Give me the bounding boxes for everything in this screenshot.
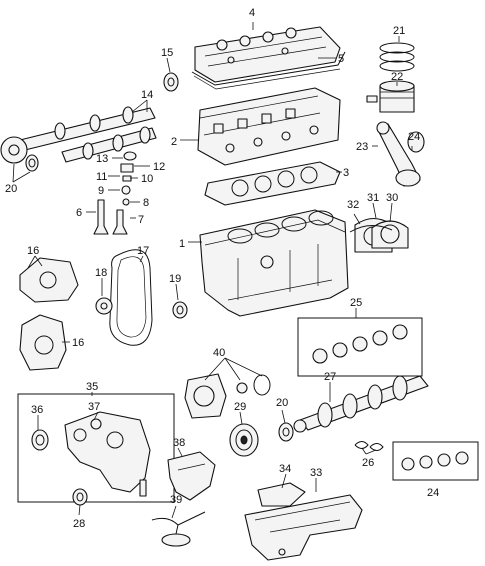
- callout-2: 2: [171, 136, 177, 148]
- callout-32: 32: [347, 199, 359, 211]
- callout-16-upper: 16: [27, 245, 39, 257]
- oil-pan: [244, 494, 363, 561]
- cam-cap: [163, 72, 179, 92]
- belt-tensioner: [95, 297, 113, 315]
- callouts: 1 2 3 4 5 6 7 8 9 10 11 12 13 14 15 16 1…: [5, 7, 439, 530]
- callout-17: 17: [137, 245, 149, 257]
- callout-7: 7: [138, 214, 144, 226]
- crankshaft: [293, 375, 429, 433]
- callout-35: 35: [86, 381, 98, 393]
- callout-37: 37: [88, 401, 100, 413]
- main-bearings: [297, 317, 423, 377]
- callout-20-upper: 20: [5, 183, 17, 195]
- oil-pump-assembly: [17, 393, 175, 503]
- callout-3: 3: [343, 167, 349, 179]
- callout-11: 11: [96, 171, 107, 183]
- callout-6: 6: [76, 207, 82, 219]
- leader-lines: [12, 22, 413, 519]
- oil-pump-seal: [72, 488, 88, 506]
- camshafts: [19, 106, 157, 163]
- callout-25: 25: [350, 297, 362, 309]
- front-seal: [172, 301, 188, 319]
- callout-15: 15: [161, 47, 173, 59]
- callout-20-lower: 20: [276, 397, 288, 409]
- callout-27: 27: [324, 371, 336, 383]
- callout-8: 8: [143, 197, 149, 209]
- thrust-washers: [354, 441, 384, 451]
- callout-39: 39: [170, 494, 182, 506]
- callout-9: 9: [98, 185, 104, 197]
- callout-5: 5: [338, 53, 344, 65]
- callout-40: 40: [213, 347, 225, 359]
- callout-33: 33: [310, 467, 322, 479]
- cam-sprocket: [0, 136, 39, 172]
- callout-1: 1: [179, 238, 185, 250]
- callout-22: 22: [391, 71, 403, 83]
- cylinder-head: [197, 87, 341, 166]
- callout-13: 13: [96, 153, 108, 165]
- timing-cover-lower: [19, 314, 67, 371]
- piston-rings: [379, 42, 415, 72]
- timing-belt: [109, 249, 153, 346]
- callout-36: 36: [31, 404, 43, 416]
- callout-12: 12: [153, 161, 165, 173]
- callout-31: 31: [367, 192, 379, 204]
- rod-bearings: [392, 441, 479, 481]
- oil-pan-gasket: [257, 482, 306, 507]
- callout-16-lower: 16: [72, 337, 84, 349]
- oil-pickup: [151, 511, 206, 547]
- callout-38: 38: [173, 437, 185, 449]
- head-gasket: [204, 161, 341, 206]
- callout-24-upper: 24: [408, 131, 420, 143]
- oil-baffle: [167, 451, 216, 501]
- callout-30: 30: [386, 192, 398, 204]
- callout-29: 29: [234, 401, 246, 413]
- callout-10: 10: [141, 173, 153, 185]
- valve-cover-gasket: [191, 51, 346, 90]
- callout-21: 21: [393, 25, 405, 37]
- timing-cover-upper: [19, 257, 79, 303]
- crank-sprocket: [278, 422, 294, 442]
- connecting-rod: [376, 121, 425, 187]
- callout-34: 34: [279, 463, 291, 475]
- piston: [366, 80, 415, 113]
- callout-18: 18: [95, 267, 107, 279]
- callout-4: 4: [249, 7, 255, 19]
- callout-26: 26: [362, 457, 374, 469]
- engine-block: [199, 209, 349, 317]
- oil-filter-adapter: [184, 373, 271, 419]
- callout-24-lower: 24: [427, 487, 439, 499]
- callout-23: 23: [356, 141, 368, 153]
- rear-seal-retainer: [349, 217, 409, 253]
- callout-28: 28: [73, 518, 85, 530]
- callout-19: 19: [169, 273, 181, 285]
- callout-14: 14: [141, 89, 153, 101]
- valve-train: [93, 151, 137, 235]
- crank-pulley: [229, 423, 259, 457]
- valve-cover: [194, 26, 341, 83]
